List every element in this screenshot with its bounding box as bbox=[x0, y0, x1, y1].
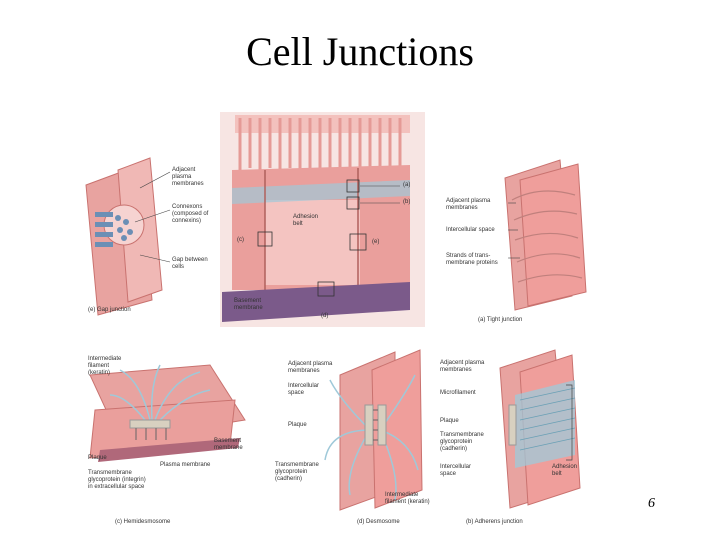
overview-label-adhesion: Adhesion belt bbox=[293, 214, 318, 228]
hemi-label-plasma: Plasma membrane bbox=[160, 462, 210, 469]
hemi-label-transmembrane: Transmembrane glycoprotein (integrin) in… bbox=[88, 470, 146, 491]
tight-label-adjacent: Adjacent plasma membranes bbox=[446, 198, 490, 212]
gap-caption: (e) Gap junction bbox=[88, 307, 131, 313]
gap-label-adjacent: Adjacent plasma membranes bbox=[172, 167, 204, 188]
gap-label-connexons: Connexons (composed of connexins) bbox=[172, 204, 208, 225]
desmo-label-intermediate: Intermediate filament (keratin) bbox=[385, 492, 430, 506]
adherens-junction-illustration bbox=[500, 350, 580, 508]
desmo-label-adjacent: Adjacent plasma membranes bbox=[288, 361, 332, 375]
cell-overview-illustration bbox=[220, 112, 425, 327]
adherens-label-transmembrane: Transmembrane glycoprotein (cadherin) bbox=[440, 432, 484, 453]
hemi-label-plaque: Plaque bbox=[88, 455, 107, 462]
desmosome-illustration bbox=[325, 350, 422, 510]
adherens-label-adjacent: Adjacent plasma membranes bbox=[440, 360, 484, 374]
page-number: 6 bbox=[648, 496, 655, 512]
adherens-label-intercellular: Intercellular space bbox=[440, 464, 471, 478]
desmo-label-intercellular: Intercellular space bbox=[288, 383, 319, 397]
tight-label-strands: Strands of trans- membrane proteins bbox=[446, 253, 498, 267]
gap-junction-illustration bbox=[86, 158, 170, 315]
gap-label-gap-between: Gap between cells bbox=[172, 257, 208, 271]
overview-label-e: (e) bbox=[372, 239, 379, 246]
hemi-caption: (c) Hemidesmosome bbox=[115, 519, 170, 525]
hemi-label-basement: Basement membrane bbox=[214, 438, 243, 452]
tight-label-intercellular: Intercellular space bbox=[446, 227, 495, 234]
desmo-caption: (d) Desmosome bbox=[357, 519, 400, 525]
overview-label-d: (d) bbox=[321, 313, 328, 320]
overview-label-a: (a) bbox=[403, 182, 410, 189]
adherens-label-adhesion: Adhesion belt bbox=[552, 464, 577, 478]
tight-caption: (a) Tight junction bbox=[478, 317, 522, 323]
adherens-label-plaque: Plaque bbox=[440, 418, 459, 425]
overview-label-c: (c) bbox=[237, 237, 244, 244]
overview-label-basement: Basement membrane bbox=[234, 298, 263, 312]
adherens-label-microfilament: Microfilament bbox=[440, 390, 476, 397]
desmo-label-plaque: Plaque bbox=[288, 422, 307, 429]
tight-junction-illustration bbox=[505, 160, 586, 310]
overview-label-b: (b) bbox=[403, 199, 410, 206]
hemi-label-intermediate: Intermediate filament (keratin) bbox=[88, 356, 121, 377]
adherens-caption: (b) Adherens junction bbox=[466, 519, 523, 525]
desmo-label-transmembrane: Transmembrane glycoprotein (cadherin) bbox=[275, 462, 319, 483]
